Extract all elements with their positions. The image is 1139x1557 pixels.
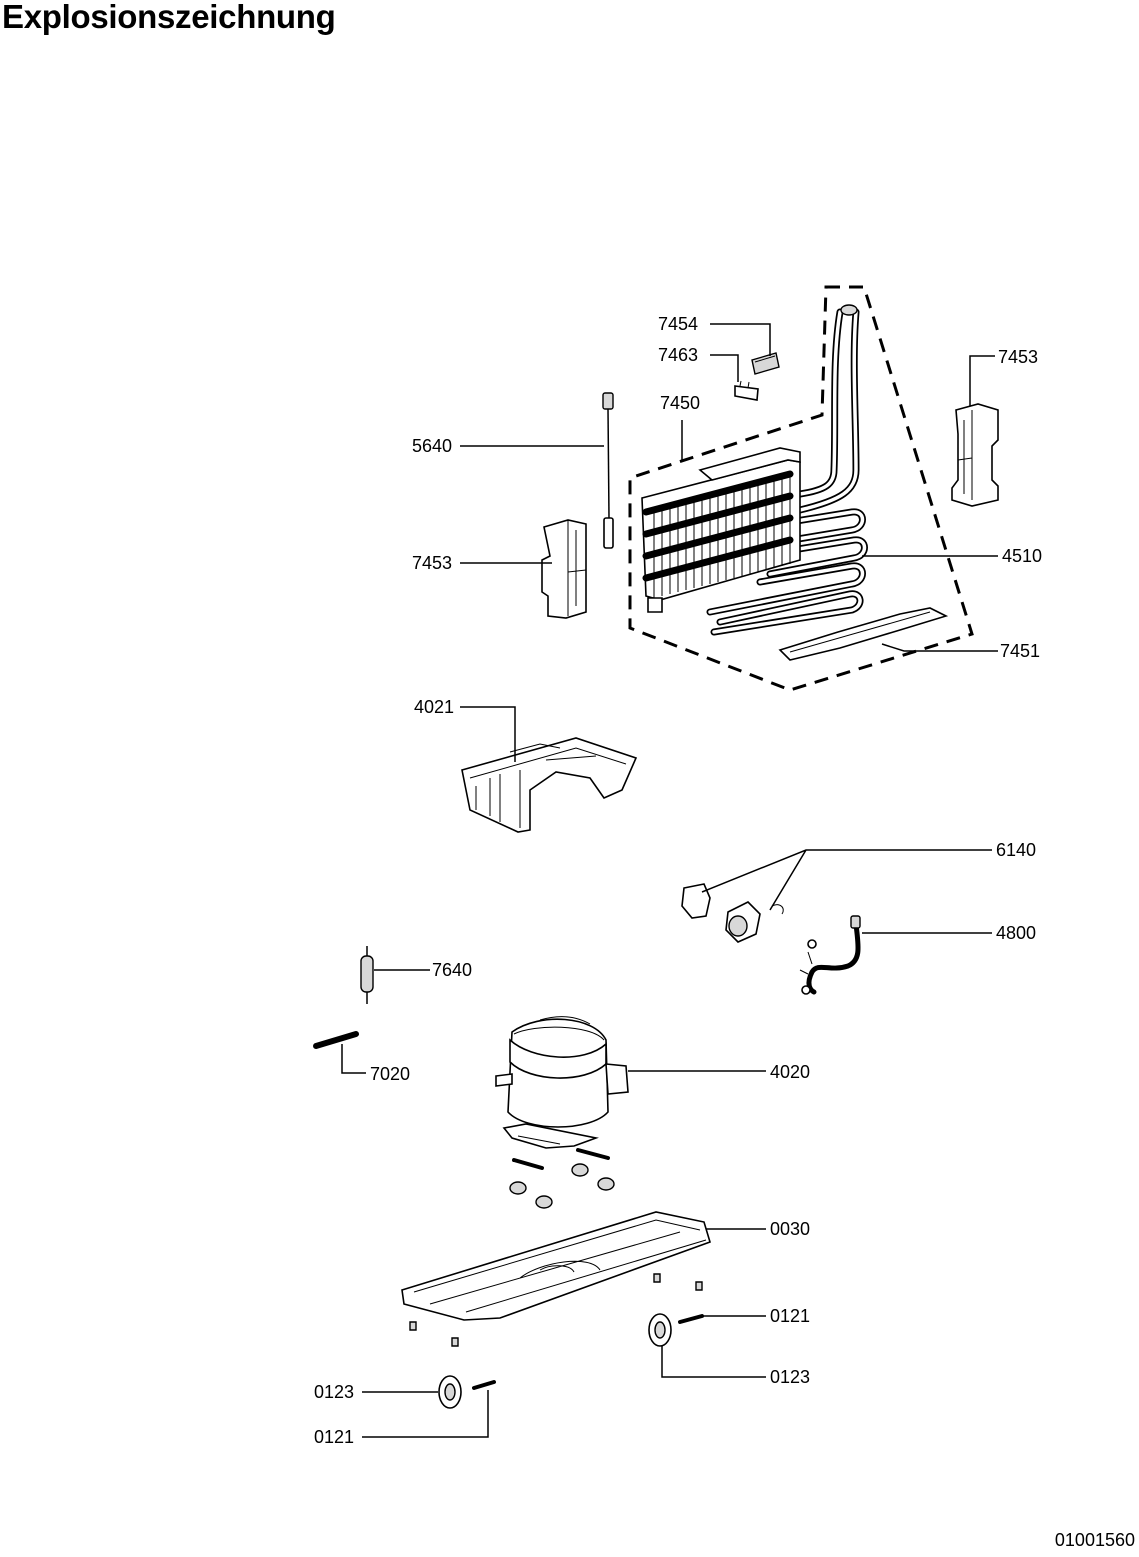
baseplate-screws [409,1273,703,1347]
callout-7640: 7640 [432,960,472,980]
page-title: Explosionszeichnung [2,0,336,35]
part-0121-pin-left [472,1380,496,1390]
callout-7020: 7020 [370,1064,410,1084]
part-4020-compressor [495,1016,629,1149]
callout-7453-left: 7453 [412,553,452,573]
part-0123-wheel-left [438,1375,462,1409]
part-4021-tray [461,737,638,833]
callout-7453-right: 7453 [998,347,1038,367]
callout-0121-right: 0121 [770,1306,810,1326]
part-7020-tube [313,1031,359,1049]
leader-lines [341,323,998,1438]
part-7454-clip [751,352,780,375]
part-0030-baseplate [401,1211,711,1321]
part-0121-pin-right [678,1314,704,1324]
evaporator-group-outline [628,285,974,692]
callout-0123-right: 0123 [770,1367,810,1387]
part-5640-sensor [602,392,614,549]
callout-5640: 5640 [412,436,452,456]
callout-7450: 7450 [660,393,700,413]
callout-0030: 0030 [770,1219,810,1239]
part-6140-relay [681,883,784,943]
callout-7451: 7451 [1000,641,1040,661]
callout-6140: 6140 [996,840,1036,860]
callout-0121-left: 0121 [314,1427,354,1447]
callout-4800: 4800 [996,923,1036,943]
part-7640-drier [360,946,374,1004]
callout-7463: 7463 [658,345,698,365]
part-7453-left-bracket [541,519,587,619]
callout-4021: 4021 [414,697,454,717]
callout-4020: 4020 [770,1062,810,1082]
callout-7454: 7454 [658,314,698,334]
callout-0123-left: 0123 [314,1382,354,1402]
callout-4510: 4510 [1002,546,1042,566]
part-7463-bracket [734,380,759,401]
compressor-grommets [509,1148,615,1209]
part-7451-strip [778,607,949,661]
part-4800-cable [799,915,861,995]
part-7453-right-bracket [951,403,999,507]
document-number: 01001560 [1054,1530,1135,1550]
part-4510-evaporator [641,304,868,636]
part-0123-wheel-right [648,1313,672,1347]
